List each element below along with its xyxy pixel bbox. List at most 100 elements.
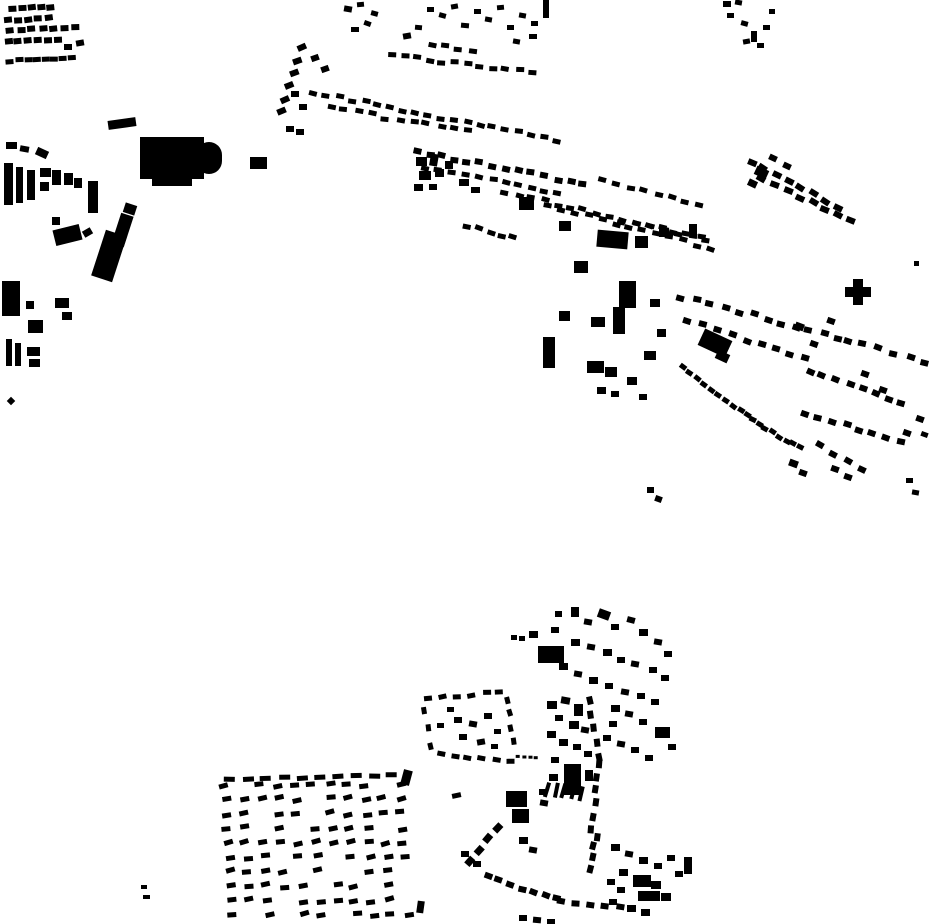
building-footprint — [326, 794, 336, 800]
building-footprint — [433, 166, 442, 173]
building-footprint — [645, 222, 656, 230]
building-footprint — [55, 298, 69, 308]
building-footprint — [746, 178, 759, 189]
building-footprint — [830, 375, 841, 384]
building-footprint — [461, 171, 470, 178]
building-footprint — [388, 52, 397, 58]
building-footprint — [320, 92, 330, 99]
building-footprint — [292, 56, 303, 66]
building-footprint — [574, 261, 588, 273]
building-footprint — [40, 182, 49, 191]
building-footprint — [280, 884, 290, 891]
building-footprint — [684, 857, 692, 874]
building-footprint — [623, 224, 633, 232]
building-footprint — [734, 0, 743, 6]
building-footprint — [429, 184, 437, 190]
building-footprint — [384, 853, 394, 860]
building-footprint — [920, 430, 929, 439]
building-footprint — [305, 781, 315, 788]
building-footprint — [589, 841, 597, 851]
building-footprint — [906, 478, 913, 483]
building-footprint — [812, 414, 823, 422]
building-footprint — [326, 780, 336, 787]
building-footprint — [483, 689, 492, 695]
building-footprint — [238, 809, 249, 817]
building-footprint — [464, 855, 476, 867]
building-footprint — [474, 63, 484, 70]
building-footprint — [239, 823, 250, 830]
building-footprint — [653, 638, 663, 646]
building-footprint — [624, 850, 634, 858]
building-footprint — [567, 177, 577, 186]
building-footprint — [49, 56, 58, 62]
building-footprint — [257, 838, 268, 846]
building-footprint — [517, 885, 527, 894]
building-footprint — [526, 194, 535, 201]
building-footprint — [227, 896, 237, 903]
building-footprint — [518, 12, 527, 19]
building-footprint — [698, 320, 708, 328]
building-footprint — [639, 629, 648, 636]
building-footprint — [592, 773, 600, 782]
building-footprint — [404, 911, 415, 919]
building-footprint — [560, 696, 571, 705]
building-footprint — [540, 133, 549, 140]
building-footprint — [380, 116, 389, 123]
building-footprint — [299, 104, 307, 110]
building-footprint — [463, 118, 473, 126]
building-footprint — [771, 170, 783, 180]
building-footprint — [296, 129, 304, 135]
building-footprint — [911, 489, 920, 496]
building-footprint — [489, 66, 498, 72]
building-footprint — [363, 19, 372, 28]
building-footprint — [782, 161, 792, 171]
building-footprint — [888, 350, 898, 358]
building-footprint — [525, 168, 535, 176]
building-footprint — [474, 158, 484, 166]
building-footprint — [747, 158, 758, 168]
building-footprint — [257, 794, 268, 802]
building-footprint — [238, 838, 250, 846]
building-footprint — [437, 123, 447, 130]
building-footprint — [351, 27, 359, 32]
building-footprint — [275, 838, 286, 845]
building-footprint — [75, 39, 85, 47]
building-footprint — [617, 887, 625, 893]
building-footprint — [365, 899, 376, 906]
building-footprint — [873, 343, 883, 352]
building-footprint — [595, 752, 603, 762]
building-footprint — [221, 812, 232, 819]
building-footprint — [585, 770, 593, 781]
building-footprint — [394, 808, 405, 815]
building-footprint — [657, 329, 666, 337]
building-footprint — [556, 206, 566, 214]
building-footprint — [428, 41, 437, 49]
building-footprint — [714, 349, 731, 364]
building-footprint — [414, 24, 423, 31]
building-footprint — [616, 219, 626, 226]
building-footprint — [41, 56, 50, 62]
building-footprint — [774, 433, 784, 442]
building-footprint — [519, 915, 527, 921]
building-footprint — [626, 185, 636, 192]
building-footprint — [260, 880, 271, 888]
building-footprint — [757, 162, 769, 173]
building-footprint — [58, 55, 67, 62]
building-footprint — [543, 337, 555, 368]
building-footprint — [343, 5, 353, 13]
building-footprint — [541, 890, 551, 900]
building-footprint — [624, 710, 634, 718]
building-footprint — [13, 37, 22, 45]
building-footprint — [587, 825, 595, 834]
building-footprint — [378, 809, 388, 816]
building-footprint — [788, 458, 799, 469]
building-footprint — [52, 217, 60, 225]
building-footprint — [591, 784, 599, 794]
building-footprint — [902, 428, 912, 438]
building-footprint — [592, 797, 600, 807]
building-footprint — [26, 301, 34, 309]
building-footprint — [697, 328, 733, 358]
building-footprint — [507, 724, 514, 733]
building-footprint — [649, 667, 657, 673]
